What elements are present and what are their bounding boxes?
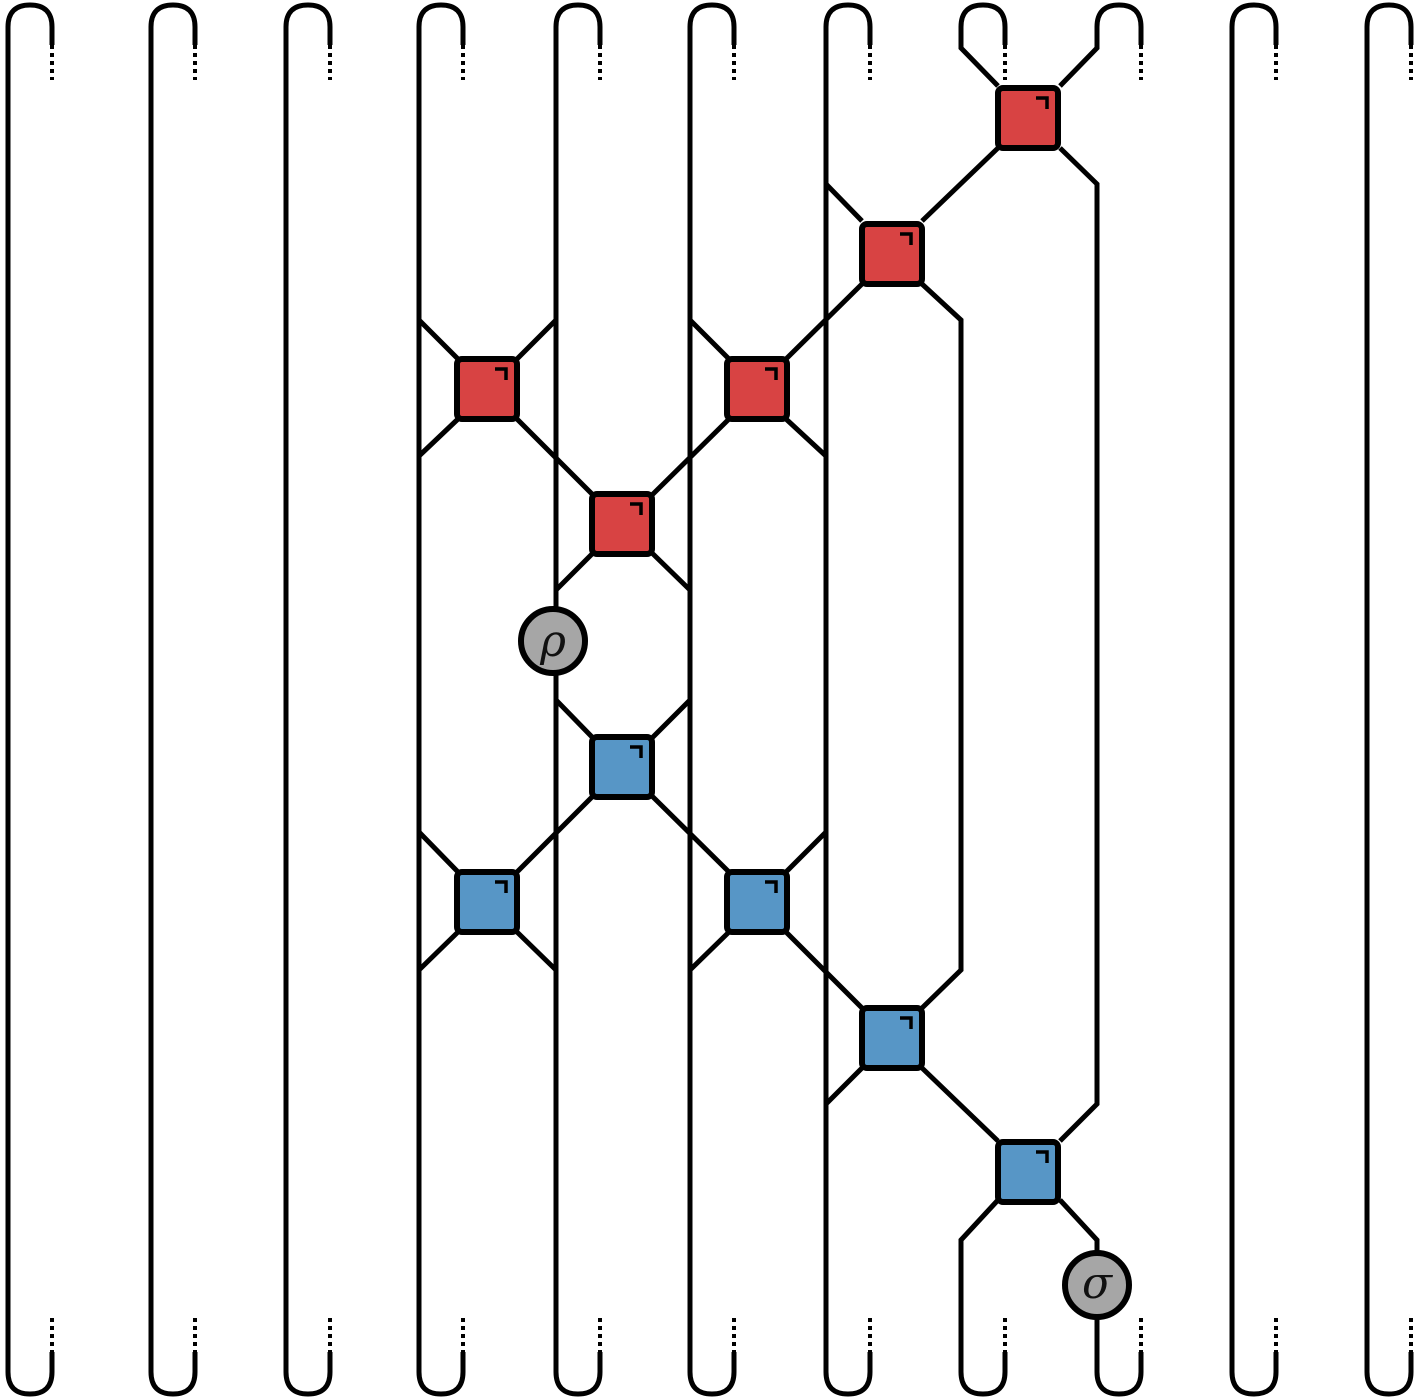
idle-loop-5 bbox=[687, 2, 737, 1397]
connection-wire-5 bbox=[515, 417, 595, 497]
connection-wire-13 bbox=[650, 551, 693, 740]
state-sigma: σ bbox=[1062, 1250, 1132, 1320]
connection-wire-0 bbox=[416, 183, 460, 361]
gate-body bbox=[454, 869, 520, 935]
connection-wire-9 bbox=[784, 417, 829, 874]
connection-wire-18 bbox=[515, 930, 559, 1352]
gate-orientation-mark bbox=[630, 745, 643, 758]
connection-wire-14 bbox=[553, 673, 595, 740]
gate-blue-8 bbox=[859, 1005, 925, 1071]
gate-orientation-mark bbox=[1036, 96, 1049, 109]
gate-layer bbox=[454, 85, 1061, 1205]
connection-wire-23 bbox=[1058, 1198, 1100, 1253]
connection-wire-8 bbox=[650, 417, 731, 497]
gate-body bbox=[589, 734, 655, 800]
idle-loop-10 bbox=[1364, 2, 1414, 1397]
connection-wire-11 bbox=[1058, 146, 1100, 1143]
connection-wire-19 bbox=[687, 930, 731, 1352]
idle-loop-2 bbox=[283, 2, 333, 1397]
idle-loop-0 bbox=[5, 2, 55, 1397]
idle-loop-9 bbox=[1229, 2, 1279, 1397]
connection-wire-3 bbox=[823, 182, 864, 223]
gate-body bbox=[589, 491, 655, 557]
idle-loop-4 bbox=[553, 2, 603, 1397]
gate-orientation-mark bbox=[630, 502, 643, 515]
gate-orientation-mark bbox=[765, 880, 778, 893]
gate-orientation-mark bbox=[900, 1016, 913, 1029]
gate-red-0 bbox=[454, 356, 520, 422]
state-rho-label: ρ bbox=[539, 616, 566, 667]
wire-7-bottom bbox=[958, 1198, 1008, 1397]
connection-wire-4 bbox=[416, 417, 460, 874]
state-layer: ρ σ bbox=[518, 606, 1132, 1320]
gate-body bbox=[724, 869, 790, 935]
gate-body bbox=[724, 356, 790, 422]
wire-8-top bbox=[1058, 2, 1144, 88]
connection-wire-16 bbox=[650, 794, 731, 874]
gate-blue-7 bbox=[724, 869, 790, 935]
idle-loop-3 bbox=[416, 2, 466, 1397]
connection-wire-17 bbox=[416, 930, 460, 1352]
connection-wire-1 bbox=[515, 183, 559, 361]
gate-orientation-mark bbox=[900, 232, 913, 245]
gate-body bbox=[859, 221, 925, 287]
gate-body bbox=[859, 1005, 925, 1071]
gate-red-3 bbox=[859, 221, 925, 287]
gate-blue-6 bbox=[454, 869, 520, 935]
gate-orientation-mark bbox=[1036, 1150, 1049, 1163]
idle-loop-1 bbox=[148, 2, 198, 1397]
connection-wire-7 bbox=[920, 146, 1000, 223]
connection-wire-22 bbox=[920, 1066, 1000, 1143]
gate-orientation-mark bbox=[495, 367, 508, 380]
connection-wire-21 bbox=[823, 1066, 864, 1352]
state-rho-circle bbox=[518, 606, 588, 676]
state-rho: ρ bbox=[518, 606, 588, 676]
state-sigma-label: σ bbox=[1082, 1258, 1114, 1309]
idle-loop-6 bbox=[823, 2, 873, 1397]
gate-blue-9 bbox=[995, 1139, 1061, 1205]
connection-wire-12 bbox=[553, 551, 595, 609]
connection-wire-6 bbox=[784, 282, 864, 361]
gate-body bbox=[454, 356, 520, 422]
state-sigma-circle bbox=[1062, 1250, 1132, 1320]
connection-wire-20 bbox=[784, 930, 864, 1010]
gate-red-4 bbox=[995, 85, 1061, 151]
gate-body bbox=[995, 1139, 1061, 1205]
gate-red-1 bbox=[724, 356, 790, 422]
connection-wire-2 bbox=[687, 183, 731, 361]
connection-wire-10 bbox=[920, 282, 964, 1010]
gate-orientation-mark bbox=[495, 880, 508, 893]
gate-blue-5 bbox=[589, 734, 655, 800]
wire-8-bottom bbox=[1094, 1318, 1144, 1397]
gate-red-2 bbox=[589, 491, 655, 557]
gate-orientation-mark bbox=[765, 367, 778, 380]
wire-7-top bbox=[958, 2, 1008, 88]
connection-wire-15 bbox=[515, 794, 595, 874]
gate-body bbox=[995, 85, 1061, 151]
wire-layer bbox=[5, 2, 1414, 1397]
